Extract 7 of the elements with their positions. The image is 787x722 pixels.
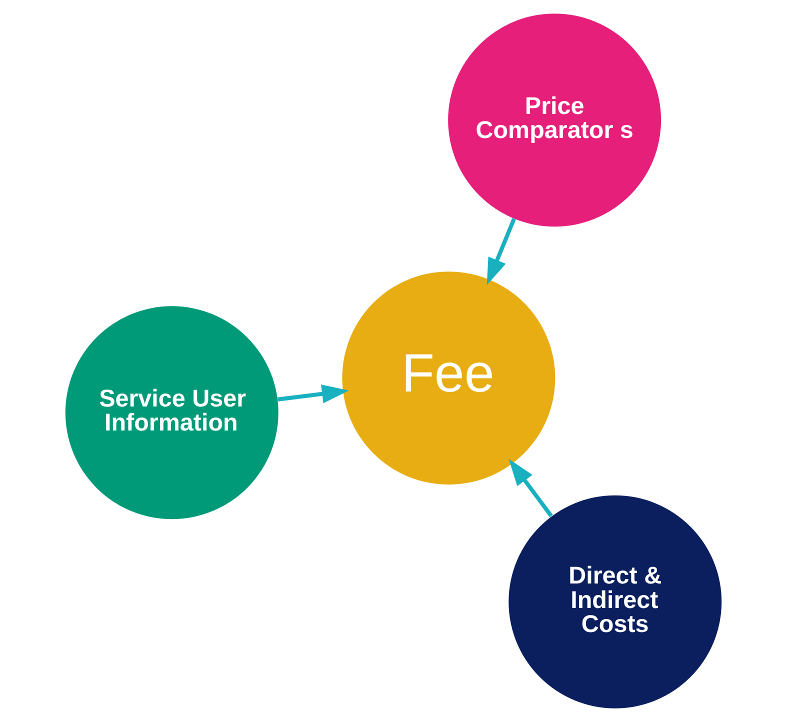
node-circle: Direct & Indirect Costs [508, 495, 722, 708]
node-circle: Price Comparator s [448, 14, 662, 227]
node-circle: Service User Information [65, 306, 278, 520]
node-circle: Fee [342, 272, 556, 485]
arrow [486, 218, 516, 286]
arrow [508, 458, 553, 518]
arrow [277, 384, 349, 404]
